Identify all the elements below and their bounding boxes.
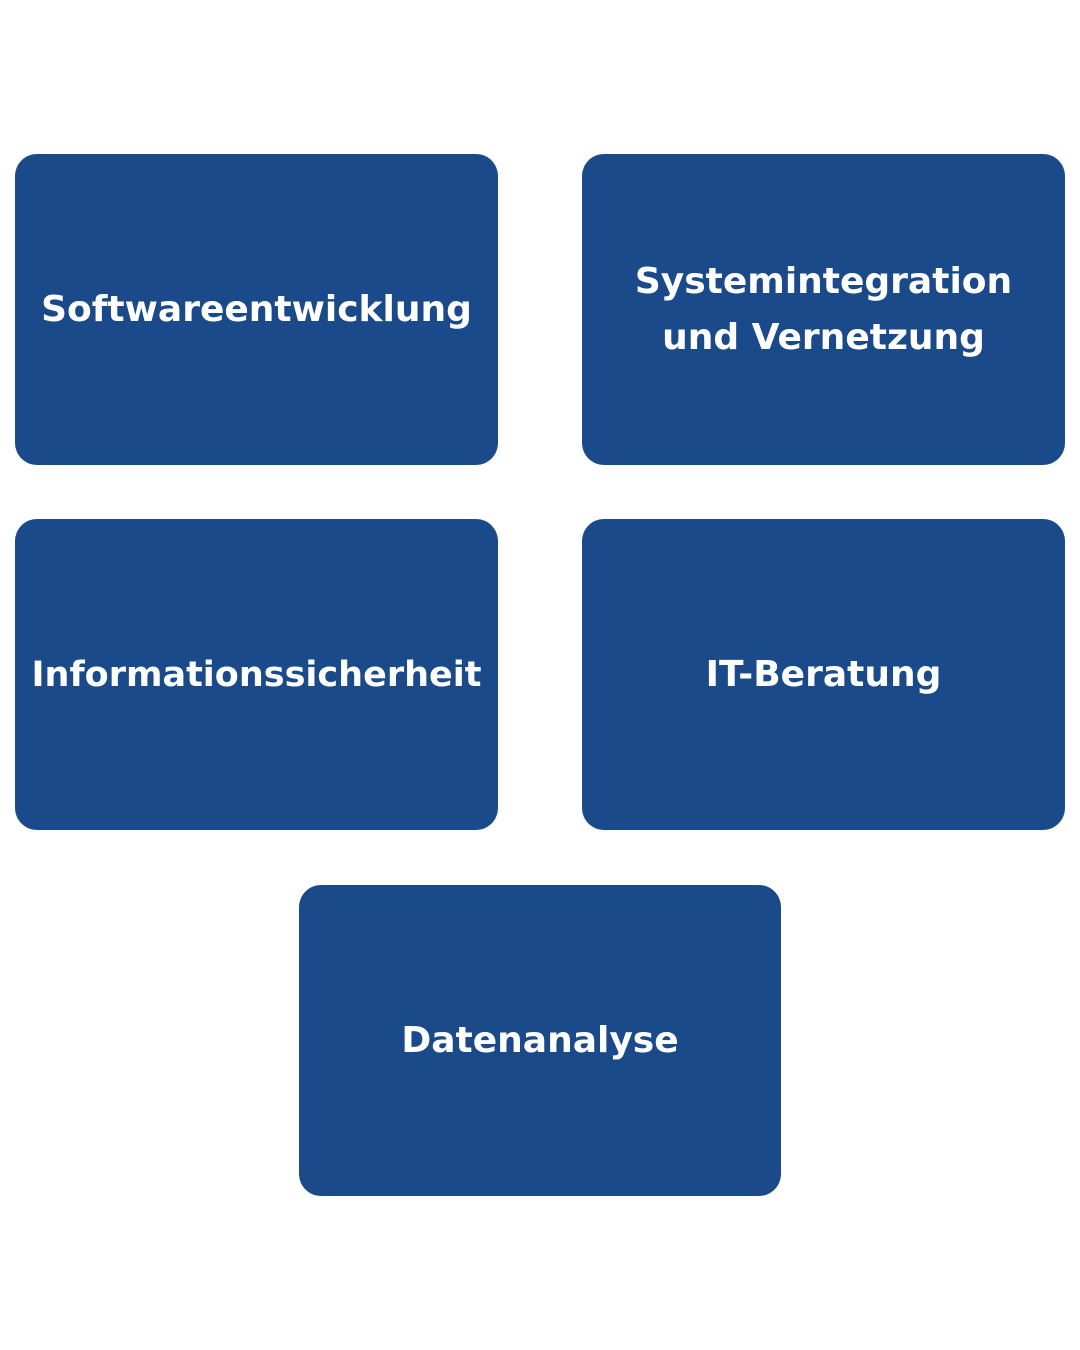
card-label: Datenanalyse [401, 1019, 679, 1061]
card-label: Informationssicherheit [31, 654, 482, 695]
card-datenanalyse: Datenanalyse [299, 885, 781, 1196]
card-label: Softwareentwicklung [41, 288, 472, 330]
card-label: IT-Beratung [705, 653, 942, 695]
card-label: Systemintegration und Vernetzung [634, 260, 1013, 358]
card-systemintegration: Systemintegration und Vernetzung [582, 154, 1065, 465]
card-informationssicherheit: Informationssicherheit [15, 519, 498, 830]
card-it-beratung: IT-Beratung [582, 519, 1065, 830]
card-softwareentwicklung: Softwareentwicklung [15, 154, 498, 465]
